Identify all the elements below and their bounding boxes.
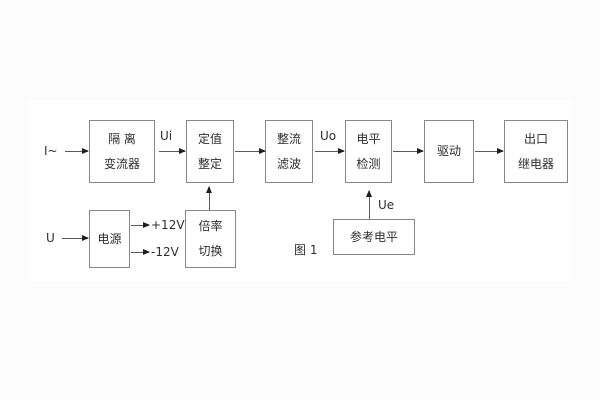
label-ue: Ue	[378, 198, 395, 212]
block-power-supply: 电源	[89, 210, 130, 268]
block-rectifier-filter: 整流 滤波	[265, 120, 313, 183]
block-label: 出口	[523, 131, 548, 146]
block-label: 变流器	[103, 156, 140, 171]
block-isolation-transformer: 隔 离 变流器	[89, 120, 155, 183]
block-label: 滤波	[276, 156, 301, 171]
arrow-input-current-icon	[65, 148, 89, 154]
block-label: 电平	[356, 131, 381, 146]
block-label: 整定	[197, 156, 222, 171]
block-label: 整流	[276, 131, 301, 146]
block-label: 倍率	[198, 219, 223, 233]
block-label: 检测	[356, 156, 381, 171]
block-label: 参考电平	[349, 230, 398, 244]
block-label: 隔 离	[108, 131, 136, 146]
block-label: 驱动	[436, 144, 461, 158]
label-input-current: I~	[44, 144, 58, 158]
arrow-input-voltage-icon	[62, 235, 89, 241]
label-minus12v: -12V	[151, 245, 179, 259]
arrow-drive-to-output-icon	[475, 148, 504, 154]
label-ui: Ui	[160, 129, 173, 143]
block-ratio-switch: 倍率 切换	[185, 210, 236, 268]
block-label: 继电器	[517, 156, 554, 171]
arrow-isolation-to-setting-icon	[159, 148, 186, 154]
label-uo: Uo	[320, 129, 337, 143]
arrow-ratio-to-setting-icon	[206, 186, 212, 210]
block-drive: 驱动	[424, 120, 474, 183]
arrow-rectifier-to-level-icon	[315, 148, 345, 154]
label-plus12v: +12V	[151, 218, 185, 232]
arrow-level-to-drive-icon	[393, 148, 424, 154]
block-reference-level: 参考电平	[333, 219, 415, 255]
label-input-voltage: U	[46, 231, 55, 245]
figure-caption: 图 1	[294, 243, 318, 257]
block-setpoint-adjust: 定值 整定	[186, 120, 234, 183]
arrow-minus12v-icon	[131, 249, 150, 255]
block-diagram: 隔 离 变流器 定值 整定 整流 滤波 电平 检测 驱动 出口 继电器 电源 倍…	[30, 100, 570, 281]
arrow-reference-to-level-icon	[366, 190, 372, 219]
arrow-setting-to-rectifier-icon	[235, 148, 266, 154]
block-level-detect: 电平 检测	[345, 120, 392, 183]
arrow-plus12v-icon	[131, 222, 150, 228]
block-label: 切换	[198, 244, 223, 258]
block-label: 电源	[97, 231, 122, 246]
block-output-relay: 出口 继电器	[504, 120, 568, 183]
block-label: 定值	[197, 131, 222, 146]
